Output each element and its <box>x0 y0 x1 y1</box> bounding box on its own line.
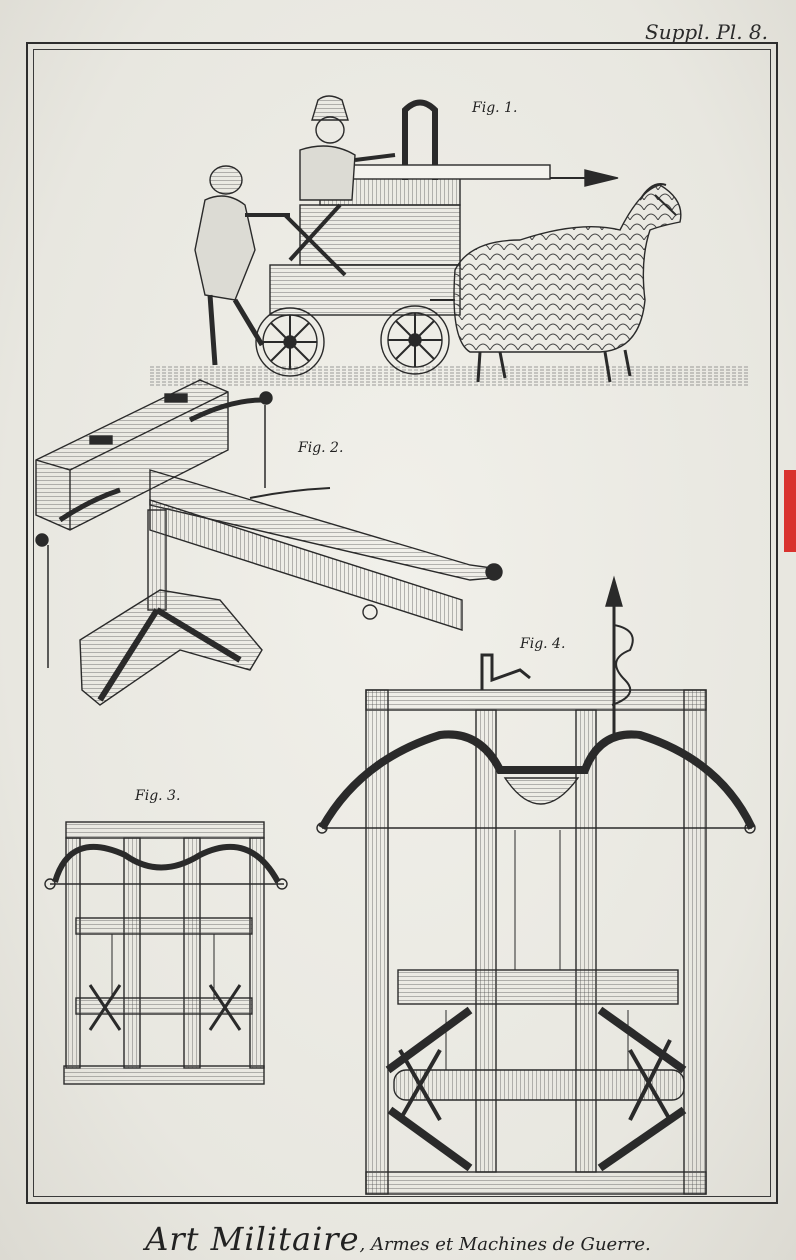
fig-2-label: Fig. 2. <box>298 440 344 456</box>
caption-subtitle: , Armes et Machines de Guerre. <box>359 1234 651 1255</box>
caption-title: Art Militaire <box>145 1220 360 1258</box>
fig-1-war-cart <box>150 95 750 387</box>
fig-4-label: Fig. 4. <box>520 636 566 652</box>
fig-4-large-ballista <box>316 575 756 1195</box>
fig-3-label: Fig. 3. <box>135 788 181 804</box>
plate-caption: Art Militaire, Armes et Machines de Guer… <box>0 1220 796 1258</box>
plate-border-inner <box>33 49 771 1197</box>
fig-2-ballista <box>35 379 503 706</box>
plate-number: Suppl. Pl. 8. <box>645 20 768 44</box>
fig-3-frame-crossbow <box>44 821 288 1085</box>
bookmark-ribbon <box>784 470 796 552</box>
plate-border-outer <box>26 42 778 1204</box>
fig-1-label: Fig. 1. <box>472 100 518 116</box>
